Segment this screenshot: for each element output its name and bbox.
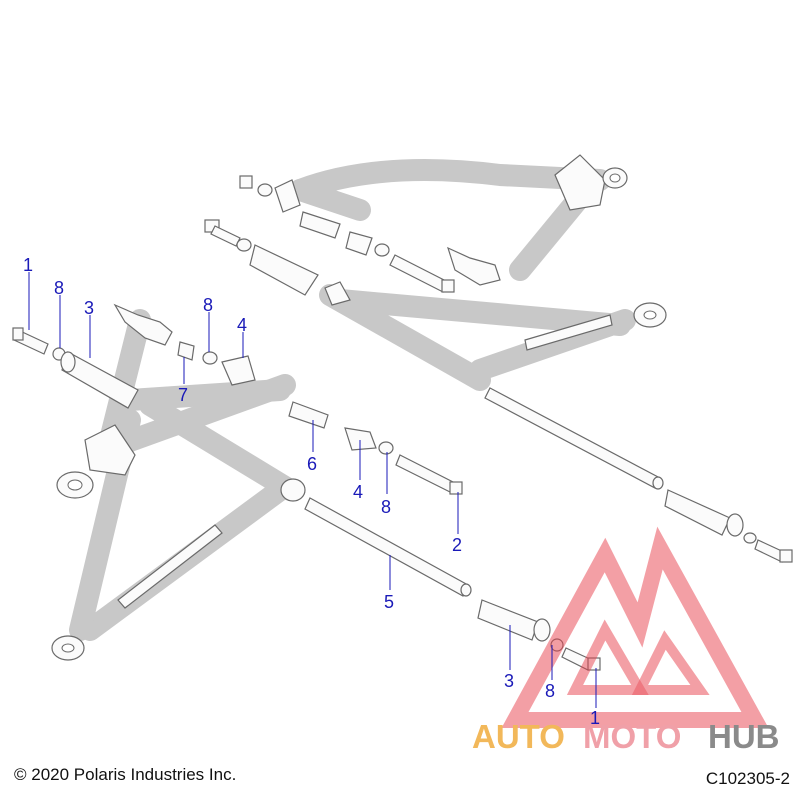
watermark-hub: HUB [708,718,780,755]
callout-8-left: 8 [54,278,64,298]
callout-5: 5 [384,592,394,612]
callout-labels: 1 8 3 8 4 7 6 4 8 2 5 3 8 1 [23,255,600,728]
callout-8-bottom: 8 [545,681,555,701]
callout-1-left: 1 [23,255,33,275]
copyright-text: © 2020 Polaris Industries Inc. [14,765,236,784]
callout-3-left: 3 [84,298,94,318]
upper-hardware [204,175,501,306]
callout-7: 7 [178,385,188,405]
watermark-auto: AUTO [472,718,565,755]
callout-4-top: 4 [237,315,247,335]
watermark-text: AUTO MOTO HUB [472,718,780,755]
callout-6: 6 [307,454,317,474]
diagram-code: C102305-2 [706,769,790,788]
callout-8-right: 8 [381,497,391,517]
lower-a-arm [51,309,306,661]
upper-a-arm [289,154,667,391]
callout-4-bottom: 4 [353,482,363,502]
watermark-logo [501,526,769,728]
callout-leaders [28,272,597,708]
lower-cross-shaft [304,497,472,597]
callout-3-right: 3 [504,671,514,691]
callout-1-right: 1 [590,708,600,728]
callout-2: 2 [452,535,462,555]
watermark-moto: MOTO [583,718,681,755]
lower-hardware [12,303,793,671]
callout-8-mid: 8 [203,295,213,315]
upper-cross-shaft [484,387,664,490]
